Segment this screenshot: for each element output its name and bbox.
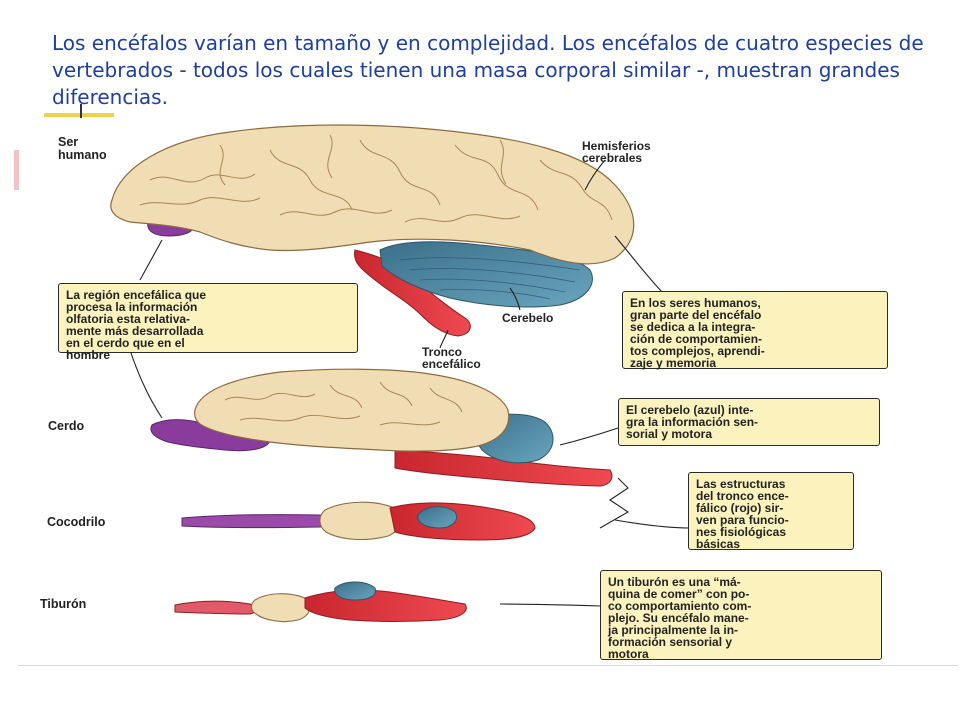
shark-brain	[174, 581, 467, 623]
text-cursor-mark	[80, 104, 82, 118]
callout-brainstem-role: Las estructuras del tronco ence- fálico …	[688, 472, 854, 550]
callout-human-integration: En los seres humanos, gran parte del enc…	[622, 291, 888, 369]
left-edge-decoration	[14, 150, 19, 190]
pig-brainstem	[394, 449, 613, 487]
title-accent-bar	[44, 113, 114, 117]
human-brain	[110, 124, 635, 337]
figure-bottom-border	[18, 665, 958, 666]
label-cerebral-hemispheres: Hemisferios cerebrales	[582, 139, 651, 165]
pig-cerebrum	[194, 368, 510, 452]
label-shark: Tiburón	[40, 597, 87, 611]
shark-cerebrum	[250, 593, 311, 623]
label-cerebellum: Cerebelo	[502, 311, 554, 325]
label-brainstem: Tronco encefálico	[422, 345, 481, 371]
crocodile-cerebellum	[417, 506, 457, 529]
shark-brainstem	[304, 589, 467, 622]
callout-olfactory-region: La región encefálica que procesa la info…	[58, 283, 358, 361]
pig-brain	[150, 368, 613, 487]
crocodile-brain	[181, 501, 536, 541]
shark-cerebellum	[334, 581, 377, 601]
label-pig: Cerdo	[48, 419, 85, 433]
callout-cerebellum-role: El cerebelo (azul) inte- gra la informac…	[618, 398, 880, 446]
label-human: Ser humano	[58, 135, 107, 162]
crocodile-olfactory-tract	[181, 514, 328, 529]
shark-olfactory-tract	[174, 600, 256, 615]
slide-title: Los encéfalos varían en tamaño y en comp…	[52, 31, 924, 109]
callout-shark-role: Un tiburón es una “má- quina de comer” c…	[600, 570, 882, 660]
human-cerebrum	[110, 124, 635, 265]
crocodile-cerebrum	[319, 501, 402, 540]
crocodile-brainstem	[389, 502, 536, 541]
pointer-lines	[129, 159, 691, 607]
label-crocodile: Cocodrilo	[47, 515, 106, 529]
